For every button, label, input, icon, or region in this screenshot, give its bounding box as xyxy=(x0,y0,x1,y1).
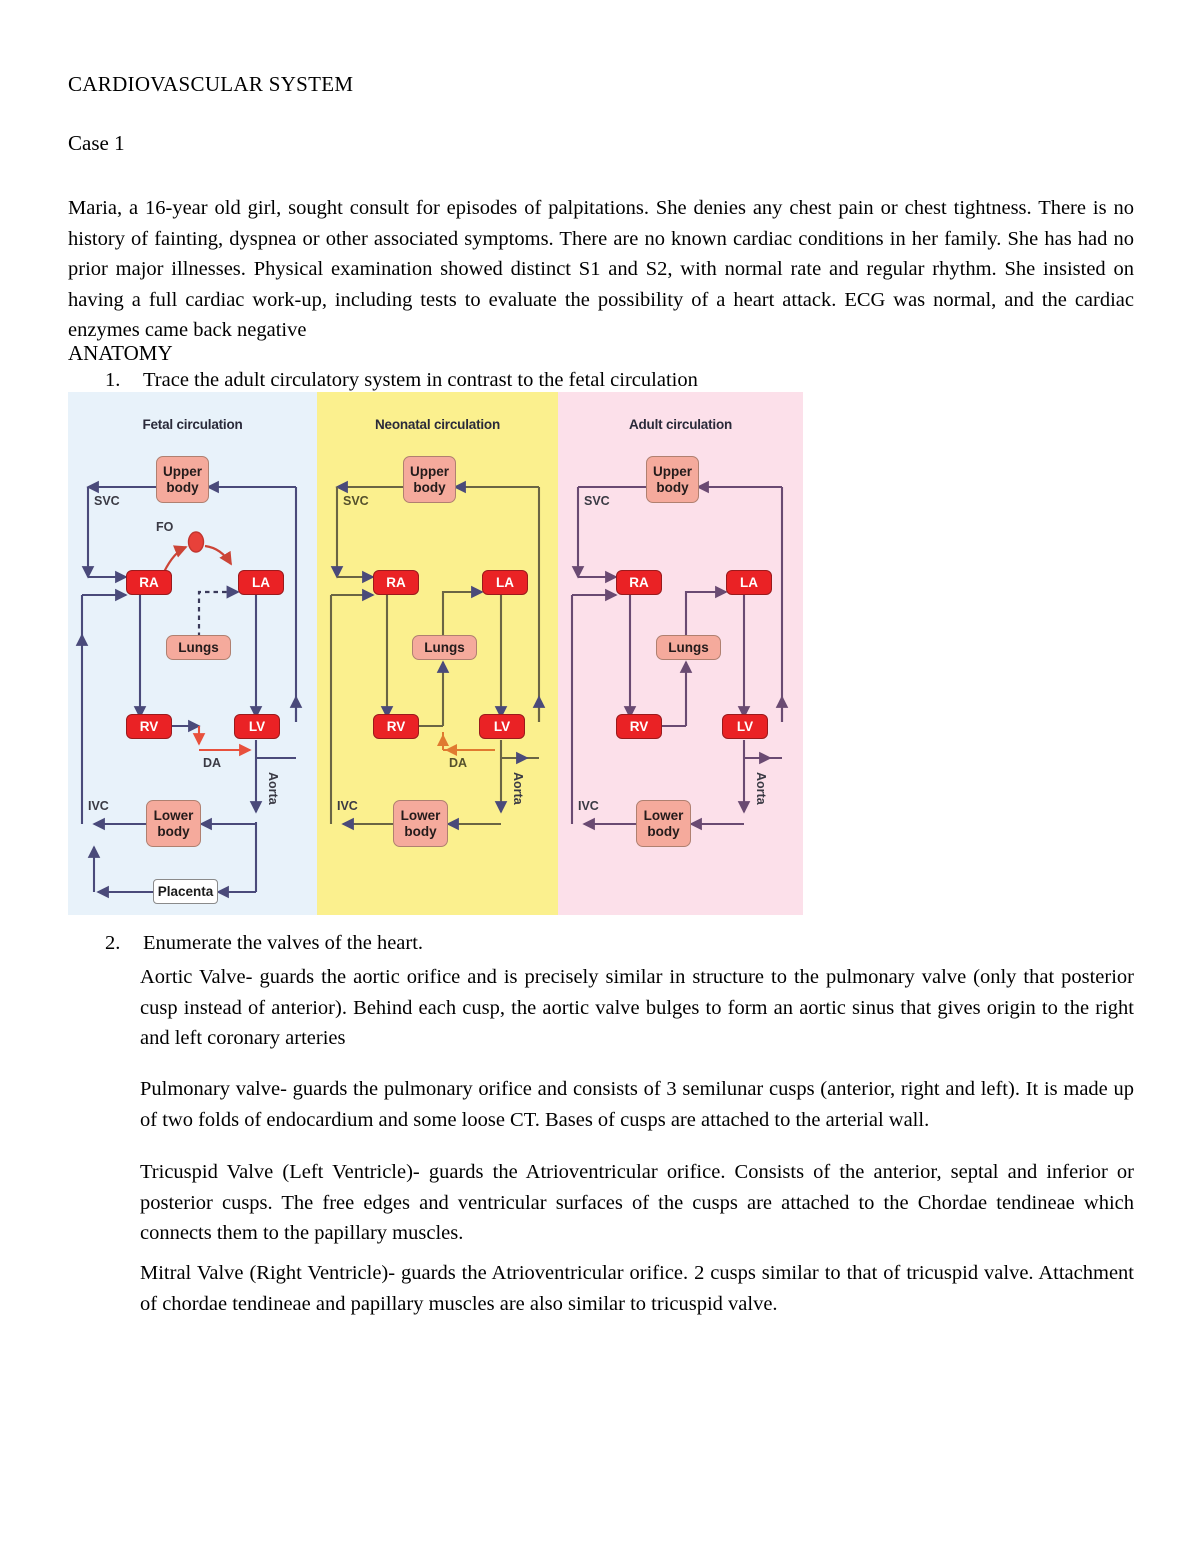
circulation-comparison-figure: Fetal circulation xyxy=(68,392,803,915)
fetal-label-fo: FO xyxy=(156,520,174,534)
fetal-label-svc: SVC xyxy=(94,494,120,508)
fetal-node-ra: RA xyxy=(126,570,172,595)
neonatal-label-ivc: IVC xyxy=(337,799,358,813)
neonatal-rv-label: RV xyxy=(386,718,406,734)
fetal-flow-lines xyxy=(75,480,303,899)
adult-node-lungs: Lungs xyxy=(656,635,721,660)
neonatal-lower-body-label: Lower body xyxy=(400,808,441,839)
question-2-number: 2. xyxy=(105,932,121,954)
neonatal-flow-lines xyxy=(329,480,546,831)
neonatal-label-aorta: Aorta xyxy=(511,772,525,805)
fetal-node-rv: RV xyxy=(126,714,172,739)
panel-adult-circulation: Adult circulation xyxy=(558,392,803,915)
panel-fetal-circulation: Fetal circulation xyxy=(68,392,317,915)
fetal-lower-body-label: Lower body xyxy=(153,808,194,839)
adult-rv-label: RV xyxy=(629,718,649,734)
fetal-node-placenta: Placenta xyxy=(153,879,218,904)
paragraph-mitral-valve: Mitral Valve (Right Ventricle)- guards t… xyxy=(140,1262,1134,1315)
case-description-paragraph: Maria, a 16-year old girl, sought consul… xyxy=(68,197,1134,341)
neonatal-node-rv: RV xyxy=(373,714,419,739)
fetal-node-upper-body: Upper body xyxy=(156,456,209,503)
neonatal-node-ra: RA xyxy=(373,570,419,595)
adult-upper-body-label: Upper body xyxy=(652,464,692,495)
fetal-label-aorta: Aorta xyxy=(266,772,280,805)
adult-lungs-label: Lungs xyxy=(668,639,709,655)
neonatal-ra-label: RA xyxy=(386,574,406,590)
adult-node-lower-body: Lower body xyxy=(636,800,691,847)
fetal-rv-label: RV xyxy=(139,718,159,734)
neonatal-node-lungs: Lungs xyxy=(412,635,477,660)
adult-node-rv: RV xyxy=(616,714,662,739)
question-1: 1. Trace the adult circulatory system in … xyxy=(105,369,1135,392)
paragraph-pulmonary-valve: Pulmonary valve- guards the pulmonary or… xyxy=(140,1078,1134,1131)
fetal-la-label: LA xyxy=(252,574,270,590)
panel-title-neonatal: Neonatal circulation xyxy=(374,417,501,432)
paragraph-aortic-valve: Aortic Valve- guards the aortic orifice … xyxy=(140,966,1134,1049)
neonatal-node-lower-body: Lower body xyxy=(393,800,448,847)
neonatal-lungs-label: Lungs xyxy=(424,639,465,655)
panel-title-fetal: Fetal circulation xyxy=(142,417,243,432)
adult-lower-body-label: Lower body xyxy=(643,808,684,839)
neonatal-label-da: DA xyxy=(449,756,468,770)
panel-title-adult: Adult circulation xyxy=(628,417,733,432)
adult-node-ra: RA xyxy=(616,570,662,595)
fetal-label-da: DA xyxy=(203,756,222,770)
fetal-label-ivc: IVC xyxy=(88,799,109,813)
page-title: CARDIOVASCULAR SYSTEM xyxy=(68,72,354,96)
neonatal-node-upper-body: Upper body xyxy=(403,456,456,503)
neonatal-la-label: LA xyxy=(496,574,514,590)
neonatal-label-svc: SVC xyxy=(343,494,369,508)
panel-neonatal-circulation: Neonatal circulation xyxy=(317,392,558,915)
neonatal-upper-body-label: Upper body xyxy=(409,464,449,495)
fetal-node-lungs: Lungs xyxy=(166,635,231,660)
adult-ra-label: RA xyxy=(629,574,649,590)
fetal-placenta-label: Placenta xyxy=(157,883,214,899)
question-2: 2. Enumerate the valves of the heart. xyxy=(105,932,1135,955)
question-1-text: Trace the adult circulatory system in co… xyxy=(143,369,698,391)
adult-flow-lines xyxy=(570,480,789,831)
neonatal-node-lv: LV xyxy=(479,714,525,739)
adult-node-la: LA xyxy=(726,570,772,595)
neonatal-lv-label: LV xyxy=(493,718,511,734)
adult-label-aorta: Aorta xyxy=(754,772,768,805)
neonatal-node-la: LA xyxy=(482,570,528,595)
fetal-ra-label: RA xyxy=(139,574,159,590)
question-2-text: Enumerate the valves of the heart. xyxy=(143,932,424,954)
fetal-lv-label: LV xyxy=(248,718,266,734)
adult-lv-label: LV xyxy=(736,718,754,734)
adult-node-upper-body: Upper body xyxy=(646,456,699,503)
fetal-lungs-label: Lungs xyxy=(178,639,219,655)
section-heading-anatomy: ANATOMY xyxy=(68,341,173,365)
fetal-node-lower-body: Lower body xyxy=(146,800,201,847)
case-label: Case 1 xyxy=(68,131,125,155)
paragraph-tricuspid-valve: Tricuspid Valve (Left Ventricle)- guards… xyxy=(140,1161,1134,1244)
fetal-upper-body-label: Upper body xyxy=(162,464,202,495)
adult-la-label: LA xyxy=(740,574,758,590)
adult-label-svc: SVC xyxy=(584,494,610,508)
adult-label-ivc: IVC xyxy=(578,799,599,813)
fetal-node-la: LA xyxy=(238,570,284,595)
question-1-number: 1. xyxy=(105,369,121,391)
adult-node-lv: LV xyxy=(722,714,768,739)
fetal-node-lv: LV xyxy=(234,714,280,739)
